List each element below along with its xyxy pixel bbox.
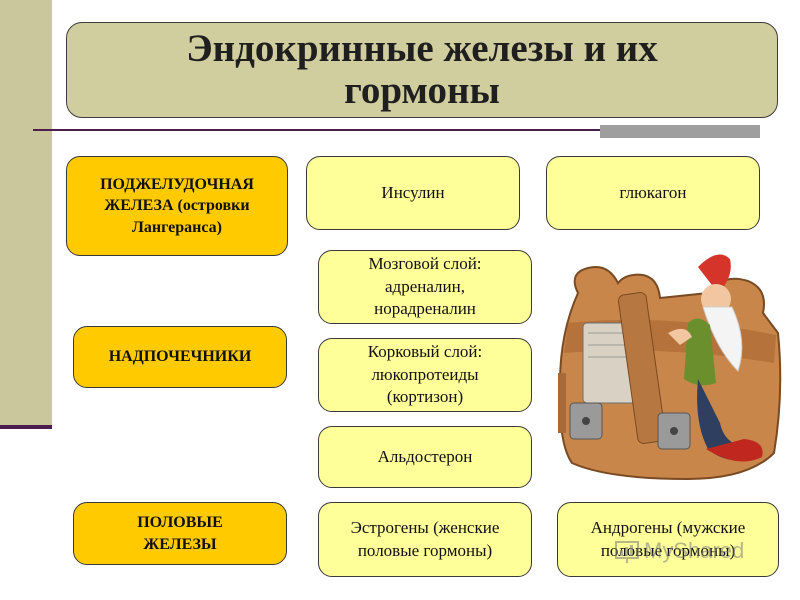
hormone-estrogens: Эстрогены (женские половые гормоны) — [318, 502, 532, 577]
gland-sex: ПОЛОВЫЕ ЖЕЛЕЗЫ — [73, 502, 287, 565]
gnome-with-bag-illustration — [558, 254, 782, 481]
hormone-cortex: Корковый слой: люкопротеиды (кортизон) — [318, 338, 532, 412]
page-title: Эндокринные железы и их гормоны — [186, 26, 658, 112]
gland-pancreas-label: ПОДЖЕЛУДОЧНАЯ ЖЕЛЕЗА (островки Лангеранс… — [100, 175, 254, 236]
hormone-medulla: Мозговой слой: адреналин, норадреналин — [318, 250, 532, 324]
title-underline-accent — [600, 125, 760, 138]
hormone-glucagon: глюкагон — [546, 156, 760, 230]
gland-pancreas: ПОДЖЕЛУДОЧНАЯ ЖЕЛЕЗА (островки Лангеранс… — [66, 156, 288, 256]
hormone-androgens-label: Андрогены (мужские половые гормоны) — [590, 517, 746, 560]
gland-sex-label: ПОЛОВЫЕ ЖЕЛЕЗЫ — [137, 513, 223, 553]
side-decor-line — [0, 425, 52, 429]
hormone-estrogens-label: Эстрогены (женские половые гормоны) — [350, 517, 500, 560]
title-underline — [33, 129, 760, 131]
presentation-icon — [615, 541, 639, 563]
hormone-androgens: Андрогены (мужские половые гормоны) — [557, 502, 779, 577]
gland-adrenal-label: НАДПОЧЕЧНИКИ — [108, 348, 252, 366]
watermark: MyShared — [614, 536, 770, 566]
hormone-insulin: Инсулин — [306, 156, 520, 230]
hormone-insulin-label: Инсулин — [381, 182, 445, 202]
title-box: Эндокринные железы и их гормоны — [66, 22, 778, 118]
hormone-cortex-label: Корковый слой: люкопротеиды (кортизон) — [367, 341, 483, 407]
gland-adrenal: НАДПОЧЕЧНИКИ — [73, 326, 287, 388]
side-decor-bar — [0, 0, 52, 425]
hormone-glucagon-label: глюкагон — [619, 182, 687, 202]
hormone-aldosterone-label: Альдостерон — [377, 446, 473, 466]
hormone-medulla-label: Мозговой слой: адреналин, норадреналин — [368, 253, 482, 319]
hormone-aldosterone: Альдостерон — [318, 426, 532, 488]
watermark-text: MyShared — [644, 538, 745, 563]
